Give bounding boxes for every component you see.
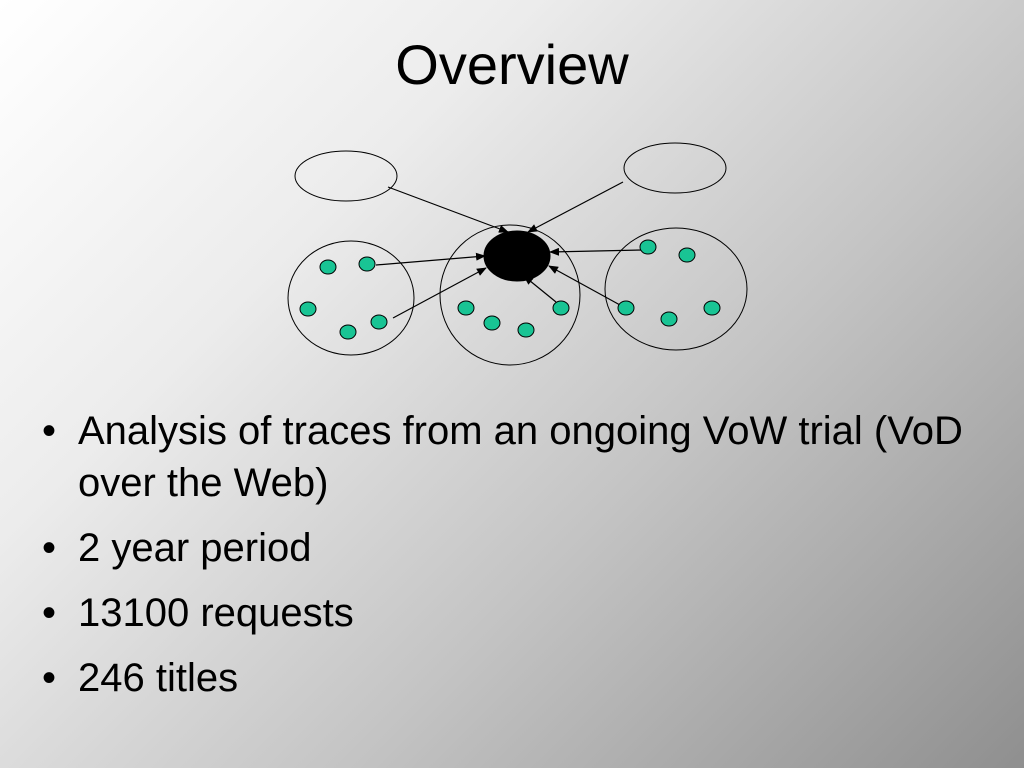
slide-title: Overview [395,33,629,96]
left-cluster-circle [287,240,415,356]
client-dots [299,239,721,340]
arrow-left-upper-to-hub [375,252,486,266]
bullet-item: • 13100 requests [42,587,992,639]
client-dot [639,239,657,255]
top-right-ellipse [623,142,727,194]
client-dot [703,300,721,316]
bullet-text: Analysis of traces from an ongoing VoW t… [78,409,963,505]
arrow-center-to-hub [523,275,557,303]
client-dot [678,247,696,263]
client-dot [457,300,475,316]
bullet-list: • Analysis of traces from an ongoing VoW… [42,405,992,717]
bullet-text: 13100 requests [78,591,354,635]
bullet-item: • 246 titles [42,652,992,704]
bullet-mark: • [42,526,57,570]
central-hub [483,230,551,282]
client-dot [617,300,635,316]
client-dot [552,300,570,316]
arrows [375,181,643,319]
arrow-right-upper-to-hub [549,247,643,256]
bullet-mark: • [42,409,57,453]
arrow-top-left-to-hub [387,186,509,233]
top-left-ellipse [294,150,398,202]
arrow-right-lower-to-hub [548,265,621,306]
client-dot [319,259,337,275]
bullet-mark: • [42,591,57,635]
bullet-mark: • [42,656,57,700]
bullet-item: • 2 year period [42,522,992,574]
client-dot [299,301,317,317]
bullet-text: 2 year period [78,526,312,570]
arrow-top-right-to-hub [527,181,624,233]
right-cluster-circle [604,227,748,351]
center-cluster-circle [439,224,581,366]
bullet-item: • Analysis of traces from an ongoing VoW… [42,405,992,509]
arrow-left-lower-to-hub [392,267,487,319]
client-dot [660,311,678,327]
bullet-text: 246 titles [78,656,239,700]
client-dot [339,324,357,340]
client-dot [358,256,376,272]
client-dot [517,322,535,338]
client-dot [370,314,388,330]
client-dot [483,315,501,331]
